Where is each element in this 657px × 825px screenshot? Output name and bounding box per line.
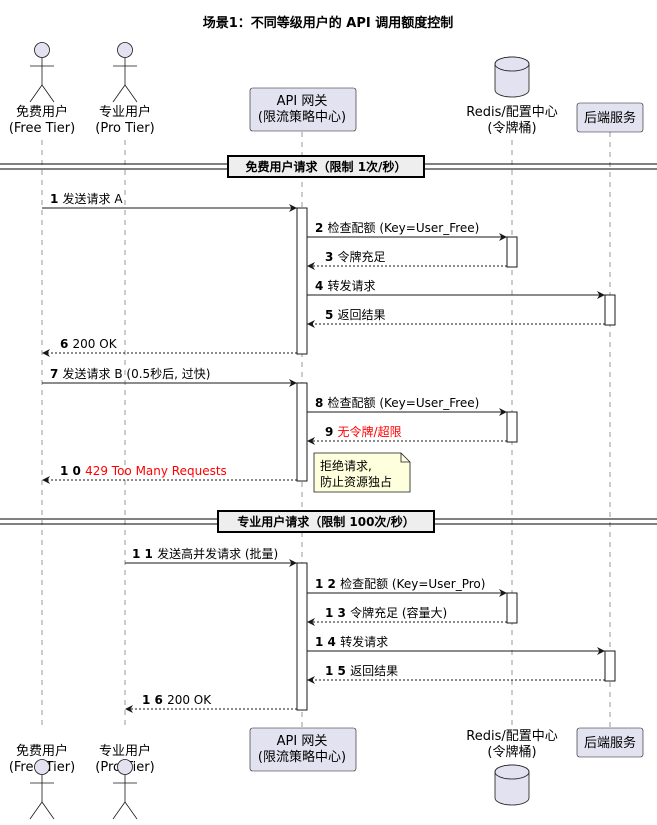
message-label: 3 令牌充足 bbox=[325, 249, 386, 264]
message-9: 9 无令牌/超限 bbox=[307, 424, 507, 445]
participant-subtitle-gw-bottom: (限流策略中心) bbox=[258, 749, 346, 765]
participant-name-free-top: 免费用户 bbox=[16, 104, 68, 120]
message-label: 4 转发请求 bbox=[315, 278, 376, 293]
message-label: 1 4 转发请求 bbox=[315, 634, 388, 649]
message-6: 6 200 OK bbox=[42, 337, 297, 357]
actor-icon-free-bottom bbox=[29, 759, 55, 820]
section-divider-pro: 专业用户请求（限制 100次/秒） bbox=[0, 510, 657, 533]
note-line-1: 拒绝请求, bbox=[320, 458, 372, 473]
participant-subtitle-free-top: (Free Tier) bbox=[9, 121, 75, 136]
message-label: 9 无令牌/超限 bbox=[325, 424, 402, 439]
participant-name-pro-top: 专业用户 bbox=[99, 104, 151, 120]
message-4: 4 转发请求 bbox=[307, 278, 605, 299]
messages: 1 发送请求 A 2 检查配额 (Key=User_Free) 3 令牌充足 4 转发… bbox=[42, 191, 605, 713]
activations bbox=[296, 207, 616, 711]
message-label: 1 6 200 OK bbox=[142, 693, 212, 707]
actor-icon-pro-bottom bbox=[112, 759, 138, 820]
message-label: 1 5 返回结果 bbox=[325, 664, 398, 678]
message-label: 1 1 发送高并发请求 (批量) bbox=[132, 546, 278, 561]
activation-gw-1 bbox=[296, 207, 308, 355]
participant-box-backend-bottom bbox=[576, 727, 644, 758]
participant-subtitle-redis-top: (令牌桶) bbox=[487, 120, 536, 136]
participants: 免费用户(Free Tier)专业用户(Pro Tier)API 网关(限流策略… bbox=[9, 42, 644, 820]
message-label: 1 0 429 Too Many Requests bbox=[60, 464, 227, 478]
database-icon-redis-top bbox=[494, 56, 530, 98]
message-3: 3 令牌充足 bbox=[307, 249, 507, 270]
message-label: 2 检查配额 (Key=User_Free) bbox=[315, 220, 479, 235]
participant-name-redis-top: Redis/配置中心 bbox=[466, 105, 557, 120]
message-label: 5 返回结果 bbox=[325, 308, 386, 322]
message-label: 6 200 OK bbox=[60, 337, 118, 351]
message-label: 7 发送请求 B (0.5秒后, 过快) bbox=[50, 366, 210, 381]
diagram-title: 场景1：不同等级用户的 API 调用额度控制 bbox=[203, 15, 454, 31]
message-2: 2 检查配额 (Key=User_Free) bbox=[307, 220, 507, 241]
participant-subtitle-redis-bottom: (令牌桶) bbox=[487, 744, 536, 760]
activation-gw-2 bbox=[296, 382, 308, 482]
section-divider-free: 免费用户请求（限制 1次/秒） bbox=[0, 155, 657, 178]
participant-subtitle-gw-top: (限流策略中心) bbox=[258, 109, 346, 125]
message-11: 1 1 发送高并发请求 (批量) bbox=[125, 546, 297, 567]
message-14: 1 4 转发请求 bbox=[307, 634, 605, 655]
participant-box-gw-bottom bbox=[249, 727, 357, 772]
participant-name-backend-bottom: 后端服务 bbox=[584, 735, 636, 751]
message-16: 1 6 200 OK bbox=[125, 693, 297, 713]
message-13: 1 3 令牌充足 (容量大) bbox=[307, 605, 507, 626]
message-1: 1 发送请求 A bbox=[42, 191, 297, 212]
participant-subtitle-pro-top: (Pro Tier) bbox=[95, 121, 154, 136]
activation-gw-3 bbox=[296, 562, 308, 711]
participant-name-gw-bottom: API 网关 bbox=[277, 734, 328, 749]
actor-icon-pro-top bbox=[112, 42, 138, 103]
message-label: 1 2 检查配额 (Key=User_Pro) bbox=[315, 576, 485, 591]
activation-redis-3 bbox=[506, 592, 518, 624]
message-10: 1 0 429 Too Many Requests bbox=[42, 464, 297, 484]
participant-box-backend-top bbox=[576, 102, 644, 133]
participant-name-pro-bottom: 专业用户 bbox=[99, 743, 151, 759]
activation-backend-1 bbox=[604, 294, 616, 326]
activation-redis-2 bbox=[506, 411, 518, 443]
note: 拒绝请求, 防止资源独占 bbox=[313, 452, 411, 493]
participant-name-free-bottom: 免费用户 bbox=[16, 743, 68, 759]
activation-backend-3 bbox=[604, 650, 616, 682]
message-label: 8 检查配额 (Key=User_Free) bbox=[315, 395, 479, 410]
message-7: 7 发送请求 B (0.5秒后, 过快) bbox=[42, 366, 297, 387]
message-label: 1 发送请求 A bbox=[50, 191, 123, 206]
database-icon-redis-bottom bbox=[494, 764, 530, 806]
participant-name-redis-bottom: Redis/配置中心 bbox=[466, 729, 557, 744]
message-12: 1 2 检查配额 (Key=User_Pro) bbox=[307, 576, 507, 597]
message-8: 8 检查配额 (Key=User_Free) bbox=[307, 395, 507, 416]
section-label-pro: 专业用户请求（限制 100次/秒） bbox=[237, 514, 415, 529]
participant-name-gw-top: API 网关 bbox=[277, 94, 328, 109]
message-label: 1 3 令牌充足 (容量大) bbox=[325, 605, 447, 620]
section-label-free: 免费用户请求（限制 1次/秒） bbox=[246, 159, 407, 174]
activation-redis-1 bbox=[506, 236, 518, 268]
participant-box-gw-top bbox=[249, 87, 357, 132]
message-15: 1 5 返回结果 bbox=[307, 664, 605, 684]
message-5: 5 返回结果 bbox=[307, 308, 605, 328]
note-line-2: 防止资源独占 bbox=[320, 474, 392, 489]
participant-name-backend-top: 后端服务 bbox=[584, 110, 636, 126]
actor-icon-free-top bbox=[29, 42, 55, 103]
